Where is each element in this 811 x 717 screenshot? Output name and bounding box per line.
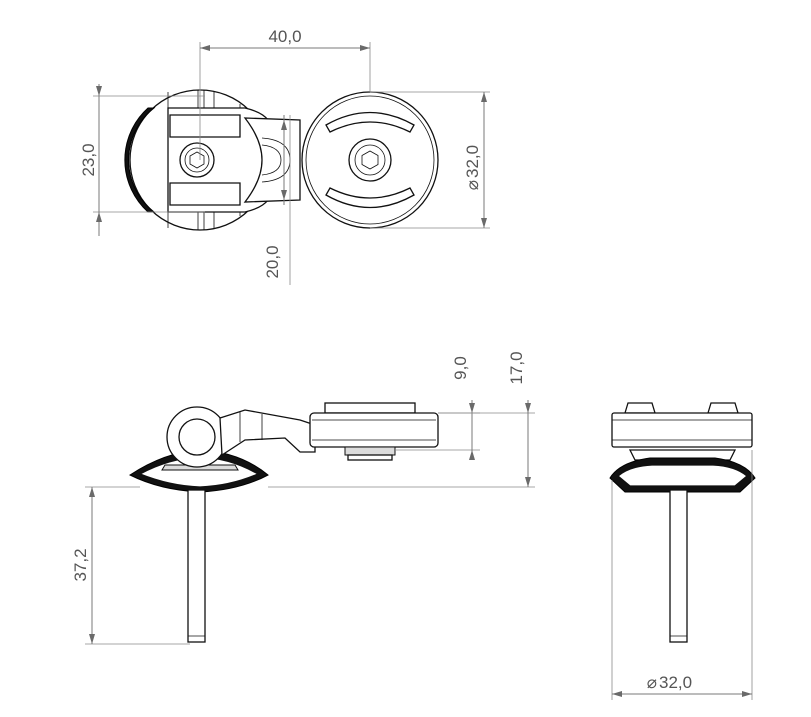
dim-top-width-label: 40,0 [268, 27, 301, 46]
dim-side-offset-small-label: 9,0 [451, 356, 470, 380]
dim-side-offset-large: 17,0 [268, 351, 535, 488]
side-view: 9,0 17,0 37,2 [71, 351, 535, 645]
side-top-mount [309, 402, 439, 461]
dim-top-diameter-label: 32,0 [463, 145, 482, 178]
front-stem [669, 489, 688, 643]
dim-side-stem-length: 37,2 [71, 486, 190, 645]
dim-front-diameter: ⌀ 32,0 [611, 450, 753, 700]
dim-top-height-left: 23,0 [79, 84, 205, 236]
dim-front-diameter-label: 32,0 [659, 673, 692, 692]
diameter-symbol-top: ⌀ [463, 180, 482, 190]
dim-top-diameter: ⌀ 32,0 [370, 91, 490, 229]
side-stem [187, 489, 206, 643]
dim-top-arm-height-label: 20,0 [263, 245, 282, 278]
diameter-symbol-front: ⌀ [647, 673, 657, 692]
dim-side-offset-small: 9,0 [395, 356, 480, 460]
top-view: 40,0 23,0 ⌀ 32,0 [79, 27, 490, 285]
dim-side-offset-large-label: 17,0 [507, 351, 526, 384]
front-view: ⌀ 32,0 [609, 402, 756, 700]
dim-top-arm-height: 20,0 [263, 115, 291, 285]
front-mount-disk [611, 412, 753, 448]
top-view-right-mount [301, 91, 439, 229]
dim-top-width: 40,0 [199, 27, 371, 160]
dim-side-stem-length-label: 37,2 [71, 548, 90, 581]
top-view-left-clamp [124, 89, 301, 231]
dim-top-height-left-label: 23,0 [79, 143, 98, 176]
